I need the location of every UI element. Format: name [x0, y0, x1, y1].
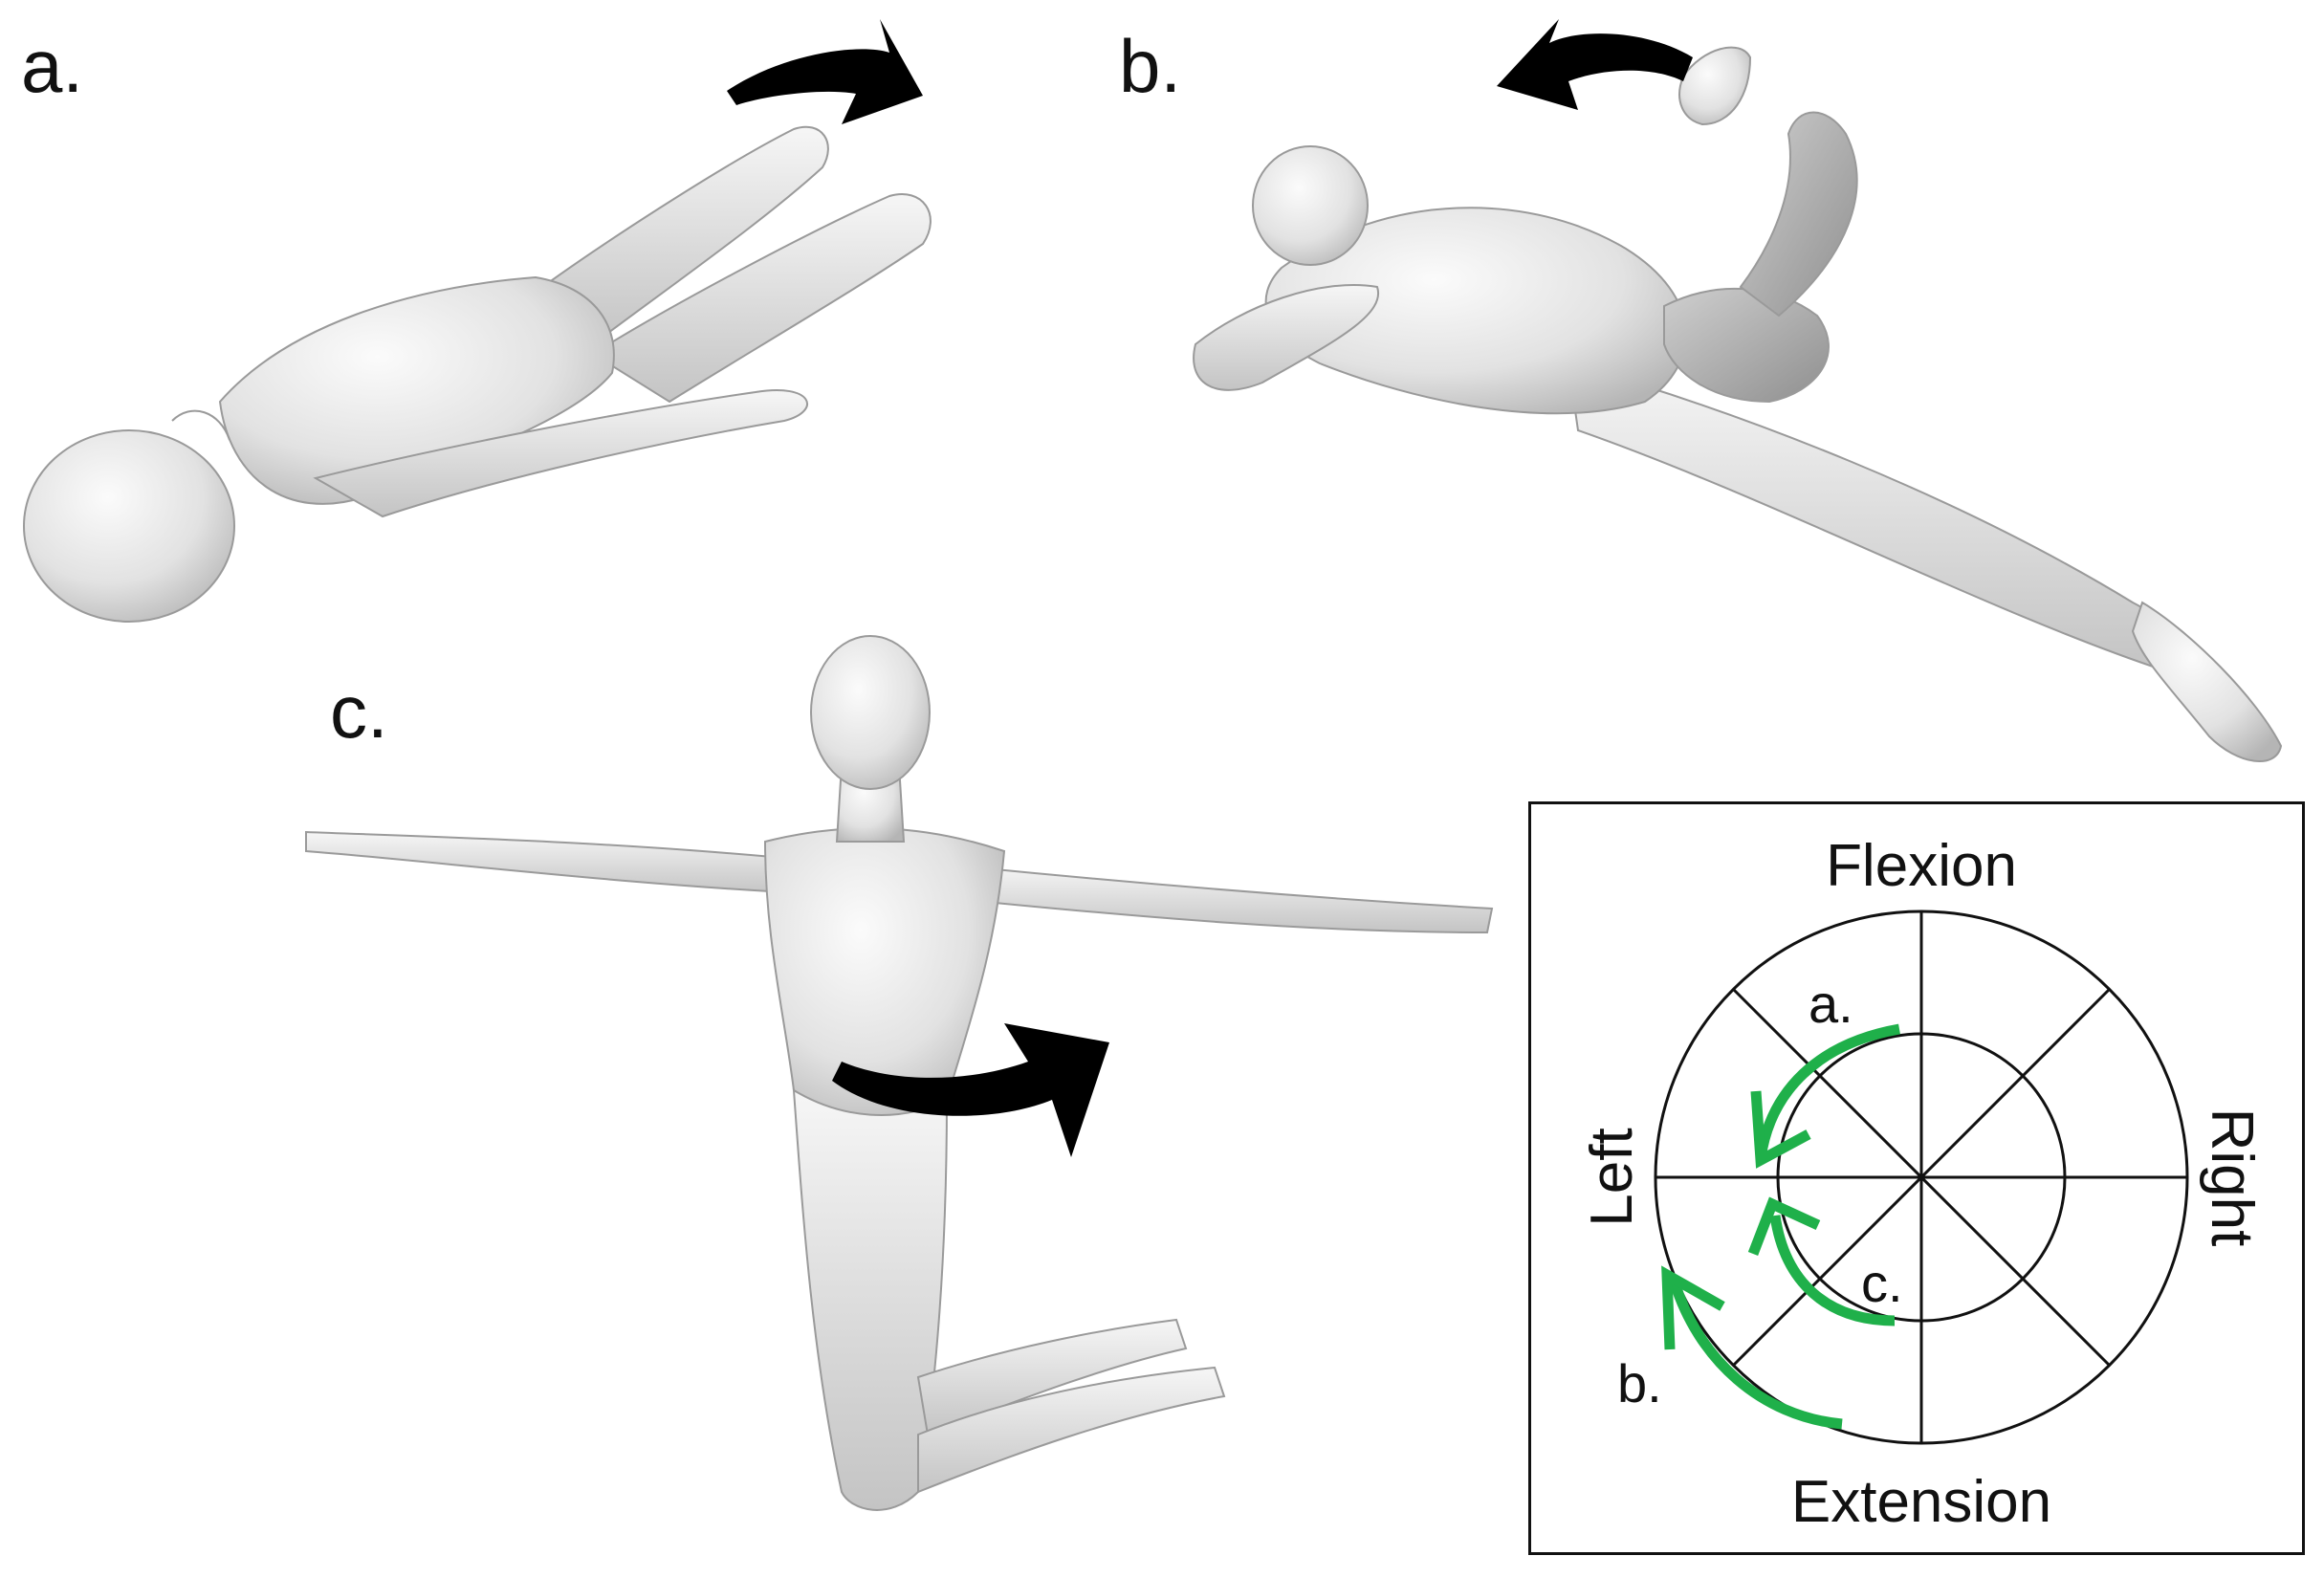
figure-b-prone [1193, 46, 2283, 762]
diagonal-divider-2 [1731, 987, 2112, 1368]
arrowhead-c [1747, 1196, 1821, 1256]
rotation-arrow-c [832, 1023, 1109, 1157]
rotation-arrow-b [1497, 19, 1693, 110]
label-extension: Extension [1791, 1469, 2051, 1535]
panel-label-c: c. [330, 669, 388, 754]
figure-a-supine [23, 125, 932, 623]
rotation-arrow-a [727, 19, 923, 124]
arc-label-c: c. [1861, 1253, 1903, 1313]
movement-arc-a [1755, 1023, 1900, 1159]
movement-direction-diagram: Flexion Extension Left Right a. c. b. [1528, 801, 2305, 1555]
arrowhead-a [1750, 1090, 1811, 1169]
movement-arc-c [1769, 1215, 1896, 1326]
panel-label-a: a. [21, 24, 84, 108]
figure-c-kneeling [305, 635, 1494, 1511]
movement-arc-b [1669, 1281, 1843, 1430]
label-flexion: Flexion [1826, 833, 2017, 899]
arrowhead-b [1661, 1265, 1725, 1350]
label-right: Right [2199, 1108, 2265, 1247]
label-left: Left [1579, 1128, 1645, 1226]
arc-label-b: b. [1617, 1353, 1662, 1414]
panel-label-b: b. [1119, 24, 1182, 108]
arc-label-a: a. [1809, 974, 1853, 1034]
